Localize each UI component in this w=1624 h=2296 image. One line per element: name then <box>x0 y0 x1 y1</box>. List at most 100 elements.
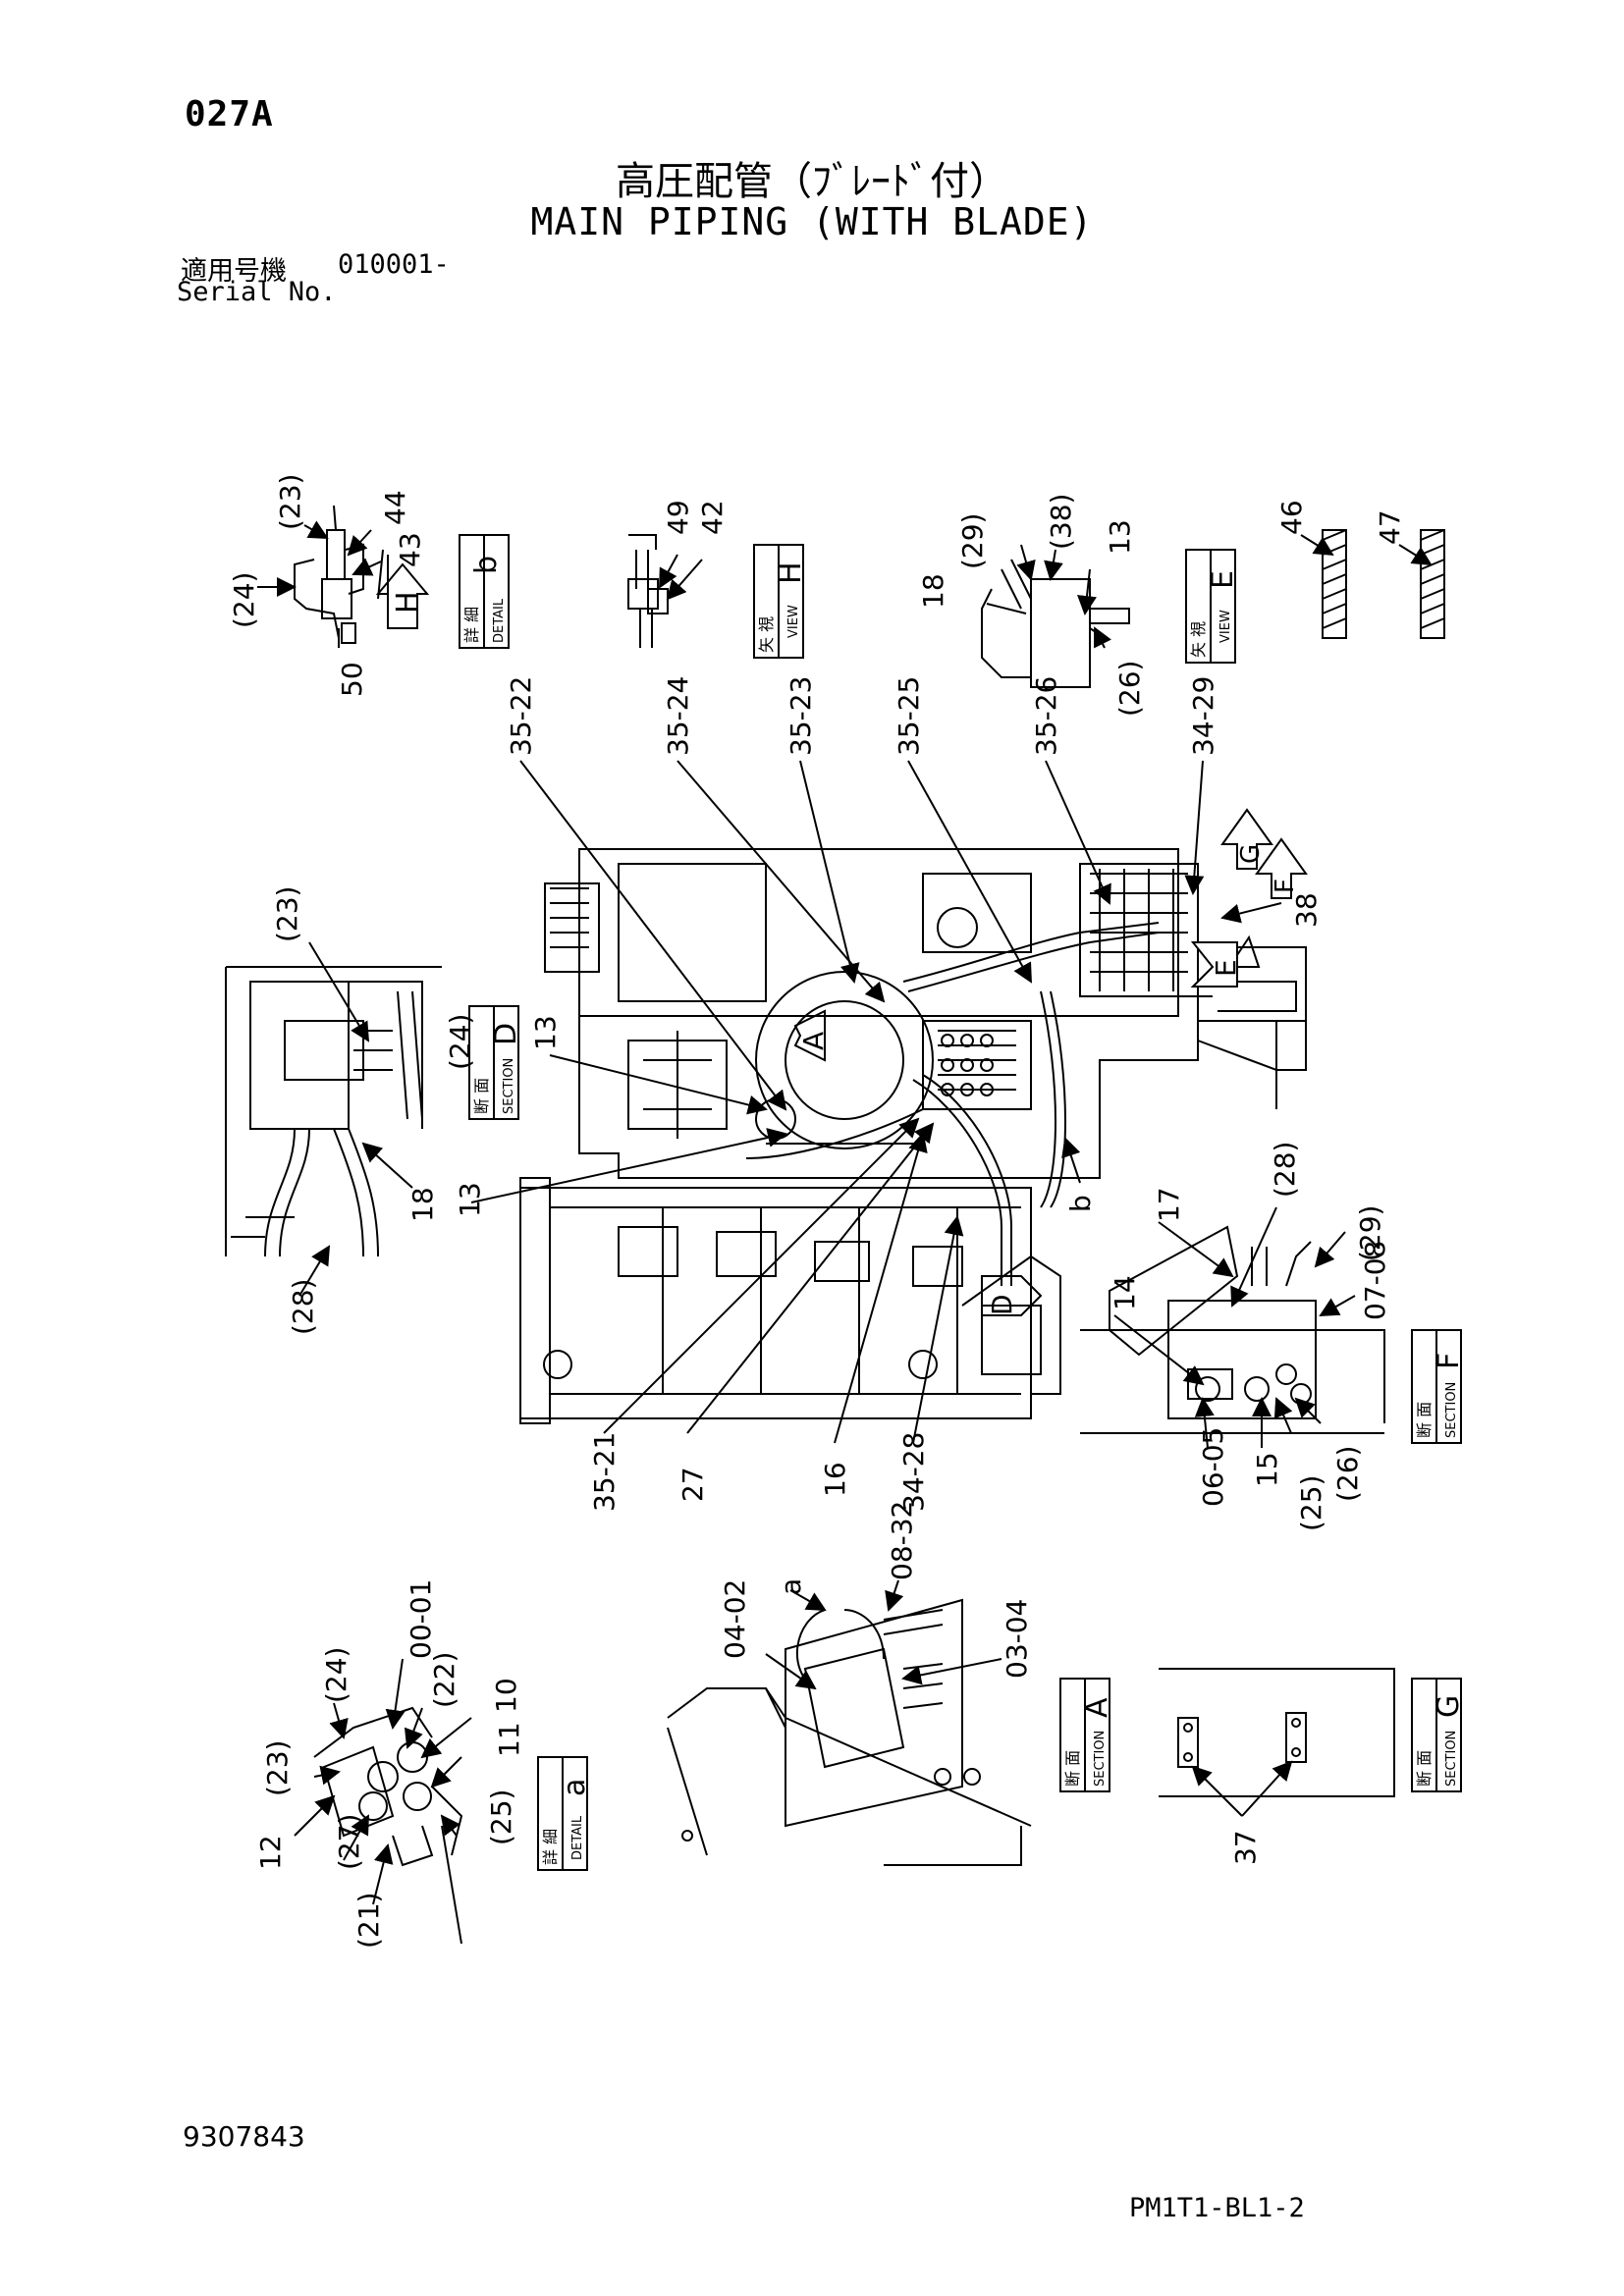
serial-label-en: Serial No. <box>177 277 337 307</box>
view-e-label <box>1185 549 1236 664</box>
callout: 13 <box>529 1015 562 1050</box>
callout: (26) <box>1331 1446 1364 1502</box>
section-f-drawing <box>1080 1206 1385 1449</box>
view-label-jp: 断 面 <box>472 1078 491 1114</box>
view-label-en: DETAIL <box>492 598 507 643</box>
view-label-jp: 矢 視 <box>1189 621 1208 658</box>
callout: 42 <box>696 500 729 535</box>
callout: 00-01 <box>405 1579 437 1659</box>
arrow-label: H <box>391 591 425 614</box>
callout: 03-04 <box>1001 1599 1033 1679</box>
detail-b-drawing <box>257 505 430 648</box>
document-number: 9307843 <box>183 2120 305 2153</box>
callout: 18 <box>917 573 949 609</box>
view-label-letter: b <box>469 556 504 574</box>
view-label-en: VIEW <box>1218 610 1233 643</box>
view-label-letter: F <box>1432 1353 1466 1369</box>
view-label-letter: E <box>1206 570 1240 589</box>
view-label-en: VIEW <box>786 605 801 638</box>
callout: 06-05 <box>1197 1427 1229 1507</box>
callout: 07-08 <box>1359 1241 1391 1320</box>
view-label-en: DETAIL <box>570 1815 585 1860</box>
view-label-en: SECTION <box>1444 1382 1459 1438</box>
view-label-jp: 断 面 <box>1415 1750 1434 1787</box>
callout: 17 <box>1153 1187 1185 1222</box>
view-label-jp: 断 面 <box>1063 1750 1082 1787</box>
section-f-label <box>1411 1329 1462 1444</box>
arrow-label: F <box>1271 879 1300 893</box>
view-label-en: SECTION <box>1444 1731 1459 1787</box>
callout: 35-21 <box>588 1432 621 1512</box>
callout: b <box>1064 1195 1097 1212</box>
callout: 18 <box>406 1187 439 1222</box>
arrow-label: E <box>1210 959 1242 977</box>
view-label-jp: 詳 細 <box>541 1829 560 1865</box>
view-e-drawing <box>981 544 1130 688</box>
callout: 37 <box>1229 1830 1262 1865</box>
view-label-en: SECTION <box>502 1058 516 1114</box>
callout: (22) <box>428 1652 460 1708</box>
callout: (28) <box>1269 1142 1301 1198</box>
callout: 44 <box>379 490 411 525</box>
page-code: 027A <box>185 94 274 134</box>
callout: (25) <box>485 1789 517 1845</box>
detail-b-label <box>459 534 510 649</box>
section-d-label <box>468 1005 519 1120</box>
callout: 43 <box>394 532 426 567</box>
callout: 50 <box>336 662 368 697</box>
view-h-label <box>753 544 804 659</box>
view-label-jp: 断 面 <box>1415 1402 1434 1438</box>
callout: 15 <box>1251 1452 1283 1487</box>
callout: 04-02 <box>719 1579 751 1659</box>
detail-a-label <box>537 1756 588 1871</box>
view-label-letter: G <box>1432 1695 1466 1718</box>
callout: (38) <box>1045 494 1077 550</box>
view-label-letter: A <box>1080 1697 1114 1718</box>
callout: 35-24 <box>662 676 694 756</box>
callout: a <box>775 1578 807 1595</box>
serial-number: 010001- <box>338 249 450 280</box>
callout: (24) <box>320 1647 352 1703</box>
callout: (25) <box>1295 1475 1327 1531</box>
callout: 49 <box>662 500 694 535</box>
detail-a-drawing <box>294 1658 472 1945</box>
callout: 10 <box>490 1678 522 1713</box>
section-a-label <box>1059 1678 1110 1792</box>
view-label-en: SECTION <box>1093 1731 1108 1787</box>
callout: 35-25 <box>893 676 925 756</box>
view-h-drawing <box>627 534 703 648</box>
main-machine-drawing <box>470 760 1308 1444</box>
serial-label-jp: 適用号機 <box>181 256 287 287</box>
callout: 47 <box>1374 509 1406 545</box>
page-title-en: MAIN PIPING (WITH BLADE) <box>530 200 1094 243</box>
callout: (23) <box>261 1740 294 1796</box>
section-a-drawing <box>667 1579 1032 1866</box>
callout: 35-26 <box>1030 676 1062 756</box>
arrow-label: G <box>1236 844 1266 864</box>
callout: (24) <box>228 572 260 628</box>
section-g-label <box>1411 1678 1462 1792</box>
callout: 27 <box>677 1467 709 1502</box>
callout: 13 <box>1104 519 1136 555</box>
view-label-jp: 矢 視 <box>757 616 776 653</box>
callout: (26) <box>1113 661 1146 717</box>
callout: 38 <box>1290 892 1323 928</box>
sheet-code: PM1T1-BL1-2 <box>1129 2193 1305 2223</box>
callout: 11 <box>493 1722 525 1757</box>
callout: 35-22 <box>505 676 537 756</box>
callout: 08-32 <box>886 1501 918 1580</box>
callout: (24) <box>444 1014 476 1070</box>
section-g-drawing <box>1159 1668 1395 1817</box>
callout: (27) <box>333 1814 365 1870</box>
arrow-label: A <box>797 1032 830 1050</box>
view-label-jp: 詳 細 <box>462 607 481 643</box>
callout: 46 <box>1275 500 1308 535</box>
view-label-letter: D <box>489 1023 523 1045</box>
arrow-label: D <box>986 1294 1018 1315</box>
callout: 13 <box>454 1182 486 1217</box>
callout: (28) <box>287 1279 319 1335</box>
section-d-drawing <box>225 941 442 1297</box>
callout: 12 <box>254 1835 287 1870</box>
callout: (29) <box>1354 1205 1386 1261</box>
